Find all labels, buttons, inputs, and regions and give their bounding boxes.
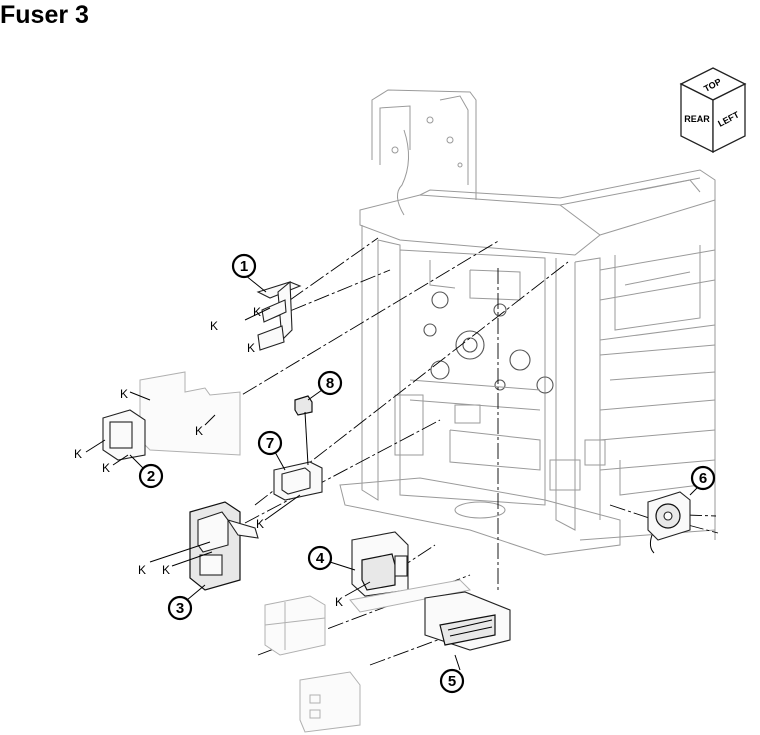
k-label: K: [256, 517, 264, 531]
part-8-sensor: [294, 395, 313, 466]
printer-frame: [339, 89, 716, 556]
svg-text:6: 6: [699, 470, 707, 487]
callout-3: 3: [167, 584, 206, 621]
k-label: K: [120, 387, 128, 401]
callout-7: 7: [257, 430, 286, 471]
k-label: K: [195, 424, 203, 438]
svg-text:4: 4: [316, 550, 325, 567]
part-4-housing: [344, 531, 409, 597]
svg-text:7: 7: [266, 435, 274, 452]
svg-text:5: 5: [448, 673, 456, 690]
callout-4: 4: [307, 545, 356, 571]
part-1-bracket: [244, 280, 302, 351]
page-title: Fuser 3: [0, 1, 89, 29]
k-label: K: [210, 319, 218, 333]
svg-text:3: 3: [176, 600, 184, 617]
k-labels: K K K K K K K K K K K: [74, 305, 343, 609]
cube-rear-label: REAR: [684, 114, 710, 124]
part-5-tray: [264, 579, 511, 733]
callout-1: 1: [231, 253, 267, 293]
k-label: K: [102, 461, 110, 475]
svg-text:8: 8: [326, 375, 334, 392]
callout-8: 8: [307, 370, 343, 401]
svg-text:2: 2: [147, 468, 155, 485]
svg-text:1: 1: [240, 258, 248, 275]
k-label: K: [74, 447, 82, 461]
callout-5: 5: [439, 668, 465, 694]
k-label: K: [138, 563, 146, 577]
part-6-fan: [647, 486, 699, 554]
callout-6: 6: [690, 465, 716, 491]
part-3-module: [149, 501, 259, 591]
k-label: K: [247, 341, 255, 355]
k-label: K: [253, 305, 261, 319]
callout-2: 2: [129, 454, 164, 489]
orientation-cube: TOP REAR LEFT: [679, 67, 747, 154]
k-label: K: [162, 563, 170, 577]
k-label: K: [335, 595, 343, 609]
part-2-panel: [85, 371, 241, 466]
part-7-bracket: [264, 461, 323, 521]
